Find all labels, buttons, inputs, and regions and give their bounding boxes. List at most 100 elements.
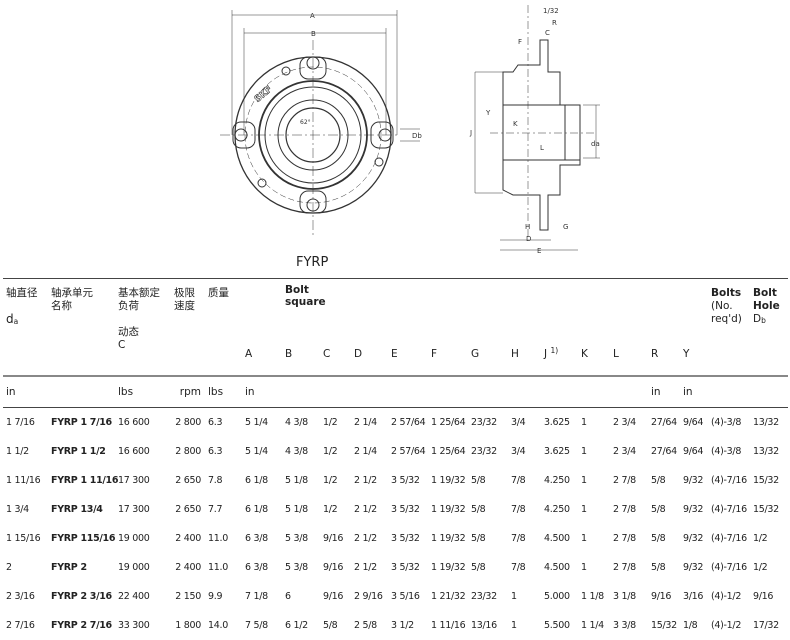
cell-c-dim: 9/16 bbox=[320, 524, 351, 553]
cell-speed: 2 650 bbox=[171, 495, 205, 524]
cell-speed: 2 400 bbox=[171, 553, 205, 582]
bolts-3: req'd) bbox=[711, 313, 742, 325]
dim-e-label: E bbox=[537, 247, 541, 255]
dim-c-label: C bbox=[545, 29, 550, 37]
bolt-square-1: Bolt bbox=[285, 284, 309, 296]
cell-f: 1 11/16 bbox=[428, 611, 468, 640]
cell-c-dim: 1/2 bbox=[320, 495, 351, 524]
cell-d: 2 1/4 bbox=[351, 437, 388, 466]
cell-bolt-hole: 15/32 bbox=[750, 466, 788, 495]
cell-bolts: (4)-7/16 bbox=[708, 524, 750, 553]
cell-g: 23/32 bbox=[468, 437, 508, 466]
cell-name: FYRP 115/16 bbox=[48, 524, 115, 553]
cell-bolts: (4)-1/2 bbox=[708, 582, 750, 611]
hole-sym: D bbox=[753, 313, 761, 325]
cell-e: 3 5/32 bbox=[388, 495, 428, 524]
unit-speed: rpm bbox=[171, 376, 205, 408]
side-view: 1/32 R C F Y K J L da H G D E bbox=[469, 5, 600, 255]
header-name-cn1: 轴承单元 bbox=[51, 287, 93, 299]
header-h: H bbox=[508, 279, 541, 377]
cell-mass: 6.3 bbox=[205, 408, 242, 438]
header-load-dyn: 动态 bbox=[118, 326, 139, 338]
cell-mass: 6.3 bbox=[205, 437, 242, 466]
cell-l: 2 7/8 bbox=[610, 466, 648, 495]
header-speed-cn2: 速度 bbox=[174, 300, 195, 312]
cell-c-dim: 1/2 bbox=[320, 466, 351, 495]
cell-d: 2 1/2 bbox=[351, 495, 388, 524]
cell-h: 3/4 bbox=[508, 408, 541, 438]
cell-e: 3 5/32 bbox=[388, 553, 428, 582]
cell-a: 7 5/8 bbox=[242, 611, 282, 640]
units-row: in lbs rpm lbs in in in bbox=[3, 376, 788, 408]
cell-h: 7/8 bbox=[508, 553, 541, 582]
cell-bolts: (4)-7/16 bbox=[708, 553, 750, 582]
cell-b: 5 3/8 bbox=[282, 524, 320, 553]
header-b-label: B bbox=[285, 348, 292, 360]
cell-mass: 14.0 bbox=[205, 611, 242, 640]
cell-name: FYRP 1 7/16 bbox=[48, 408, 115, 438]
cell-k: 1 bbox=[578, 524, 610, 553]
cell-f: 1 19/32 bbox=[428, 466, 468, 495]
cell-mass: 9.9 bbox=[205, 582, 242, 611]
cell-c-dim: 9/16 bbox=[320, 553, 351, 582]
bolts-2: (No. bbox=[711, 300, 733, 312]
cell-c: 33 300 bbox=[115, 611, 171, 640]
cell-l: 2 7/8 bbox=[610, 524, 648, 553]
cell-e: 2 57/64 bbox=[388, 408, 428, 438]
unit-da: in bbox=[3, 376, 48, 408]
cell-k: 1 1/4 bbox=[578, 611, 610, 640]
cell-g: 5/8 bbox=[468, 553, 508, 582]
dim-y-label: Y bbox=[485, 109, 491, 117]
cell-speed: 2 650 bbox=[171, 466, 205, 495]
cell-r: 27/64 bbox=[648, 408, 680, 438]
cell-da: 1 3/4 bbox=[3, 495, 48, 524]
cell-d: 2 1/2 bbox=[351, 466, 388, 495]
cell-da: 1 11/16 bbox=[3, 466, 48, 495]
cell-h: 3/4 bbox=[508, 437, 541, 466]
header-bolts: Bolts(No.req'd) bbox=[708, 279, 750, 377]
cell-e: 3 5/16 bbox=[388, 582, 428, 611]
cell-c-dim: 1/2 bbox=[320, 437, 351, 466]
cell-d: 2 1/2 bbox=[351, 524, 388, 553]
header-g: G bbox=[468, 279, 508, 377]
unit-empty bbox=[48, 376, 115, 408]
cell-c-dim: 1/2 bbox=[320, 408, 351, 438]
cell-bolt-hole: 13/32 bbox=[750, 408, 788, 438]
header-mass: 质量 bbox=[205, 279, 242, 377]
cell-b: 6 1/2 bbox=[282, 611, 320, 640]
cell-r: 27/64 bbox=[648, 437, 680, 466]
cell-da: 1 15/16 bbox=[3, 524, 48, 553]
cell-a: 5 1/4 bbox=[242, 408, 282, 438]
cell-a: 6 3/8 bbox=[242, 553, 282, 582]
cell-k: 1 bbox=[578, 495, 610, 524]
header-da-sym: da bbox=[6, 312, 18, 326]
cell-g: 5/8 bbox=[468, 466, 508, 495]
header-j-label: J bbox=[544, 348, 547, 360]
cell-j: 3.625 bbox=[541, 408, 578, 438]
cell-c: 16 600 bbox=[115, 408, 171, 438]
cell-l: 3 1/8 bbox=[610, 582, 648, 611]
cell-b: 4 3/8 bbox=[282, 437, 320, 466]
dim-l-label: L bbox=[540, 144, 544, 152]
cell-k: 1 1/8 bbox=[578, 582, 610, 611]
cell-bolt-hole: 1/2 bbox=[750, 553, 788, 582]
cell-f: 1 25/64 bbox=[428, 437, 468, 466]
unit-c: lbs bbox=[115, 376, 171, 408]
figure-caption: FYRP bbox=[296, 255, 328, 270]
cell-c: 22 400 bbox=[115, 582, 171, 611]
cell-b: 5 1/8 bbox=[282, 495, 320, 524]
cell-a: 5 1/4 bbox=[242, 437, 282, 466]
cell-r: 5/8 bbox=[648, 495, 680, 524]
cell-speed: 2 800 bbox=[171, 437, 205, 466]
cell-g: 23/32 bbox=[468, 408, 508, 438]
